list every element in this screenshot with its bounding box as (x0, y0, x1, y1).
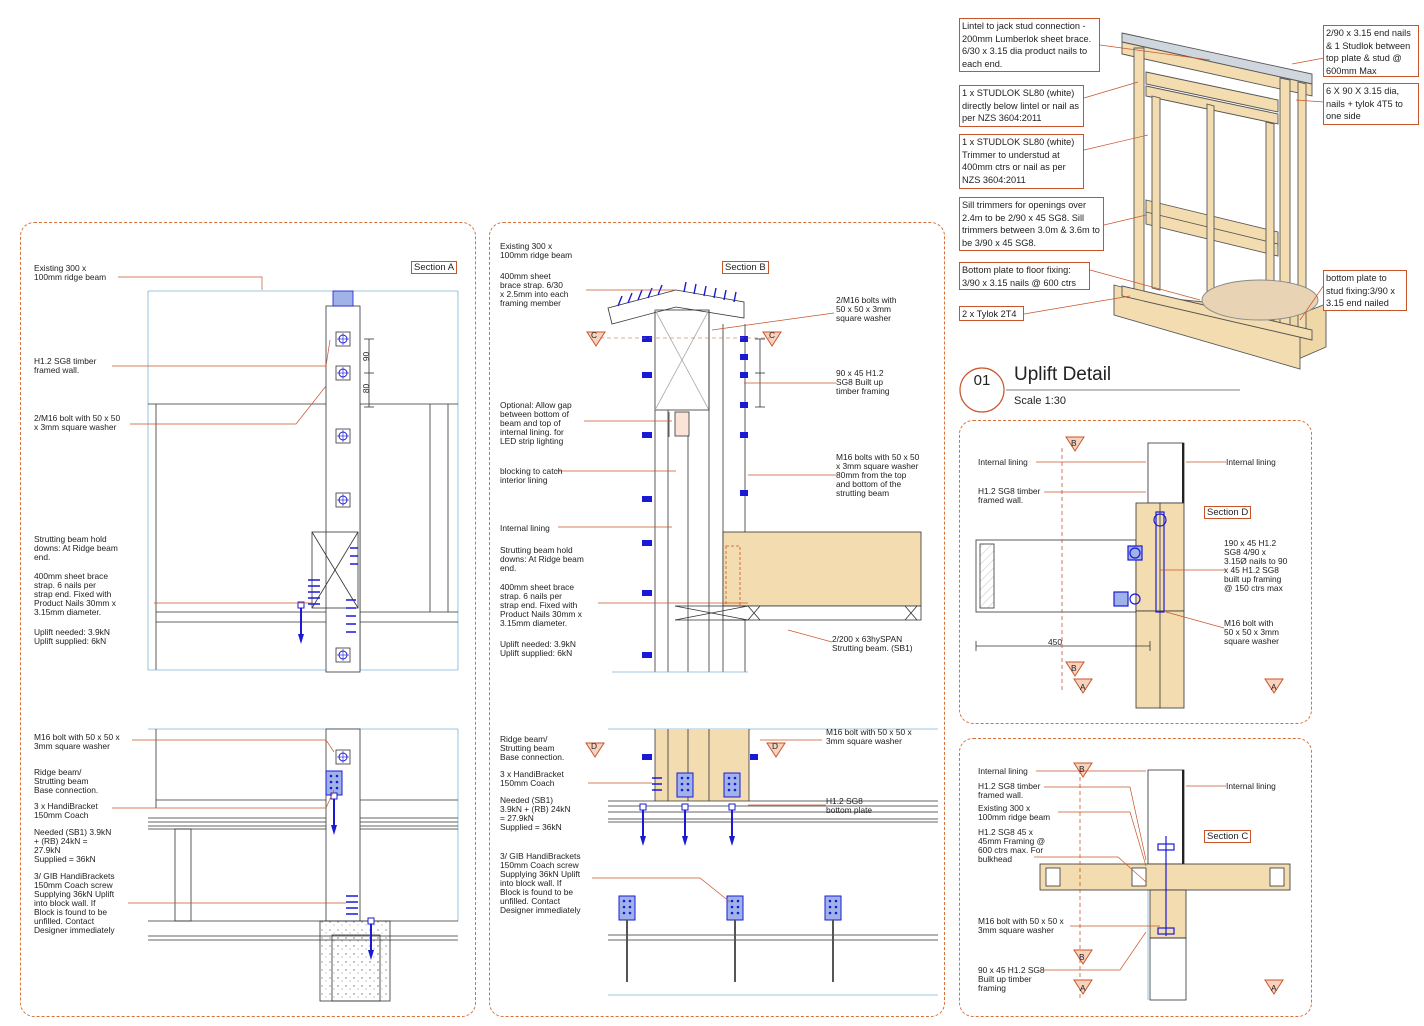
section-c-mark-b-top: B (1079, 764, 1085, 774)
section-b2-note-base-connection: Ridge beam/ Strutting beam Base connecti… (500, 734, 565, 762)
iso-note-lintel: Lintel to jack stud connection - 200mm L… (959, 18, 1100, 72)
section-b-note-optional: Optional: Allow gap between bottom of be… (500, 400, 572, 446)
section-d-mark-b-bottom: B (1071, 663, 1077, 673)
iso-note-tylok-4t5: 6 X 90 X 3.15 dia, nails + tylok 4T5 to … (1323, 83, 1419, 125)
section-a-note-bolt: 2/M16 bolt with 50 x 50 x 3mm square was… (34, 413, 121, 432)
iso-note-stud-fixing: bottom plate to stud fixing:3/90 x 3.15 … (1323, 270, 1407, 311)
section-a-tag: Section A (411, 261, 458, 274)
section-c-mark-b-bottom: B (1079, 952, 1085, 962)
section-d-note-lining-left: Internal lining (978, 457, 1028, 467)
section-c-note-lining-left: Internal lining (978, 766, 1028, 776)
iso-note-sill-trimmers: Sill trimmers for openings over 2.4m to … (959, 197, 1104, 251)
section-b-note-lining: Internal lining (500, 523, 550, 533)
iso-note-studlok-trimmer: 1 x STUDLOK SL80 (white) Trimmer to unde… (959, 134, 1084, 189)
section-a2-note-bolt: M16 bolt with 50 x 50 x 3mm square washe… (34, 732, 120, 751)
section-b-note-strutting-beam: 2/200 x 63hySPAN Strutting beam. (SB1) (832, 634, 913, 653)
section-b-note-blocking: blocking to catch interior lining (500, 466, 563, 485)
section-a2-note-handibracket: 3 x HandiBracket 150mm Coach (34, 801, 98, 820)
section-a2-note-base-connection: Ridge beam/ Strutting beam Base connecti… (34, 767, 99, 795)
section-b2-note-bolt: M16 bolt with 50 x 50 x 3mm square washe… (826, 727, 912, 746)
section-b-note-brace-strap: 400mm sheet brace strap. 6/30 x 2.5mm in… (500, 271, 569, 308)
section-d-note-lining-right: Internal lining (1226, 457, 1276, 467)
iso-note-end-nails: 2/90 x 3.15 end nails & 1 Studlok betwee… (1323, 25, 1419, 77)
iso-note-studlok-lintel: 1 x STUDLOK SL80 (white) directly below … (959, 85, 1084, 127)
section-b-note-framing: 90 x 45 H1.2 SG8 Built up timber framing (836, 368, 890, 396)
section-d-cut-left: D (591, 741, 598, 751)
section-d-panel (959, 420, 1312, 724)
section-a-dim-80: 80 (361, 383, 372, 394)
section-d-mark-a-left: A (1080, 682, 1086, 692)
section-a-note-ridge-beam: Existing 300 x 100mm ridge beam (34, 263, 107, 282)
section-d-dim: 450 (1048, 637, 1062, 647)
section-c-mark-a-left: A (1080, 983, 1086, 993)
iso-note-tylok: 2 x Tylok 2T4 (959, 306, 1024, 321)
section-c-note-bolt: M16 bolt with 50 x 50 x 3mm square washe… (978, 916, 1064, 935)
section-d-mark-b-top: B (1071, 438, 1077, 448)
section-a-note-hold-downs: Strutting beam hold downs: At Ridge beam… (34, 534, 118, 562)
section-a-dim-90: 90 (361, 351, 372, 362)
section-c-mark-a-right: A (1271, 983, 1277, 993)
section-d-cut-right: D (772, 741, 779, 751)
section-c-note-framed-wall: H1.2 SG8 timber framed wall. (978, 781, 1041, 800)
section-d-mark-a-right: A (1271, 682, 1277, 692)
section-a-panel (20, 222, 476, 1017)
section-a2-note-gib: 3/ GIB HandiBrackets 150mm Coach screw S… (34, 871, 115, 935)
section-c-note-framing: 90 x 45 H1.2 SG8 Built up timber framing (978, 965, 1045, 993)
section-c-note-bulkhead: H1.2 SG8 45 x 45mm Framing @ 600 ctrs ma… (978, 827, 1046, 864)
section-a-note-brace-strap: 400mm sheet brace strap. 6 nails per str… (34, 571, 116, 617)
section-b2-note-bottom-plate: H1.2 SG8 bottom plate (826, 796, 873, 815)
section-b2-note-handibracket: 3 x HandiBracket 150mm Coach (500, 769, 564, 788)
iso-note-bottom-plate: Bottom plate to floor fixing: 3/90 x 3.1… (959, 262, 1090, 290)
section-c-cut-right: C (769, 330, 776, 340)
section-b-tag: Section B (722, 261, 769, 274)
section-b-note-strap: 400mm sheet brace strap. 6 nails per str… (500, 582, 582, 628)
section-b-note-ridge-beam: Existing 300 x 100mm ridge beam (500, 241, 573, 260)
detail-number: 01 (973, 372, 991, 389)
section-b-note-m16: M16 bolts with 50 x 50 x 3mm square wash… (836, 452, 920, 498)
section-a-note-framed-wall: H1.2 SG8 timber framed wall. (34, 356, 97, 375)
section-d-tag: Section D (1204, 506, 1252, 519)
section-c-panel (959, 738, 1312, 1017)
section-b2-note-needed: Needed (SB1) 3.9kN + (RB) 24kN = 27.9kN … (500, 795, 571, 832)
section-b-note-hold-downs: Strutting beam hold downs: At Ridge beam… (500, 545, 584, 573)
section-d-note-bolt: M16 bolt with 50 x 50 x 3mm square washe… (1224, 618, 1279, 646)
section-a2-note-needed: Needed (SB1) 3.9kN + (RB) 24kN = 27.9kN … (34, 827, 112, 864)
section-c-note-ridge-beam: Existing 300 x 100mm ridge beam (978, 803, 1051, 822)
section-b2-note-gib: 3/ GIB HandiBrackets 150mm Coach screw S… (500, 851, 581, 915)
section-d-note-framing: 190 x 45 H1.2 SG8 4/90 x 3.15Ø nails to … (1224, 538, 1288, 593)
detail-scale: Scale 1:30 (1014, 395, 1066, 407)
section-b-note-uplift: Uplift needed: 3.9kN Uplift supplied: 6k… (500, 639, 576, 658)
section-b-note-bolts: 2/M16 bolts with 50 x 50 x 3mm square wa… (836, 295, 897, 323)
section-c-cut-left: C (591, 330, 598, 340)
section-c-tag: Section C (1204, 830, 1252, 843)
section-c-note-lining-right: Internal lining (1226, 781, 1276, 791)
section-b-panel (489, 222, 945, 1017)
section-d-note-framed-wall: H1.2 SG8 timber framed wall. (978, 486, 1041, 505)
section-a-note-uplift: Uplift needed: 3.9kN Uplift supplied: 6k… (34, 627, 110, 646)
detail-title: Uplift Detail (1014, 364, 1112, 385)
